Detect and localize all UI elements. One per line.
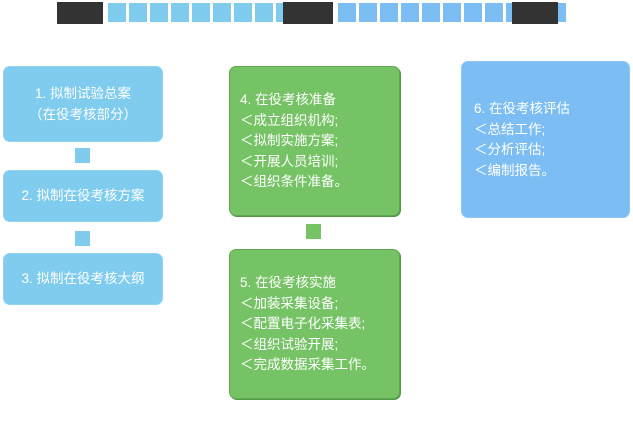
node-5-title: 5. 在役考核实施: [240, 275, 337, 291]
flow-node-3[interactable]: 3. 拟制在役考核大纲: [3, 253, 163, 305]
top-bar-block: [464, 3, 482, 22]
top-bar-block: [422, 3, 440, 22]
node-4-item: ＜成立组织机构;: [240, 112, 339, 128]
top-bar-block: [213, 3, 231, 22]
top-bar-block: [150, 3, 168, 22]
node-6-item: ＜分析评估;: [474, 142, 546, 157]
top-bar-dark-segment: [57, 2, 103, 24]
node-4-item: ＜拟制实施方案;: [240, 133, 339, 149]
node-5-item: ＜配置电子化采集表;: [240, 316, 366, 332]
node-6-title: 6. 在役考核评估: [474, 101, 571, 116]
top-bar-block: [171, 3, 189, 22]
connector-node4-node5: [306, 224, 321, 239]
top-bar-block: [255, 3, 273, 22]
flow-node-5[interactable]: 5. 在役考核实施 ＜加装采集设备; ＜配置电子化采集表; ＜组织试验开展; ＜完成数据…: [229, 249, 400, 399]
flow-node-6-text: 6. 在役考核评估 ＜总结工作; ＜分析评估; ＜编制报告。: [462, 62, 633, 217]
connector-node1-node2: [75, 148, 90, 163]
top-bar-dark-segment: [283, 2, 333, 24]
top-bar-block: [401, 3, 419, 22]
node-5-item: ＜组织试验开展;: [240, 336, 339, 352]
flow-node-2[interactable]: 2. 拟制在役考核方案: [3, 170, 163, 222]
node-5-item: ＜完成数据采集工作。: [240, 357, 375, 373]
top-bar-dark-segment: [512, 2, 558, 24]
node-2-title: 2. 拟制在役考核方案: [21, 188, 145, 204]
flow-node-5-text: 5. 在役考核实施 ＜加装采集设备; ＜配置电子化采集表; ＜组织试验开展; ＜完成数据…: [230, 250, 409, 398]
flow-node-4-text: 4. 在役考核准备 ＜成立组织机构; ＜拟制实施方案; ＜开展人员培训; ＜组织条件准备…: [230, 67, 409, 215]
node-4-title: 4. 在役考核准备: [240, 92, 337, 108]
top-bar-block: [338, 3, 356, 22]
top-bar-block: [443, 3, 461, 22]
top-bar-block: [129, 3, 147, 22]
node-6-item: ＜总结工作;: [474, 121, 546, 137]
node-1-title: 1. 拟制试验总案: [34, 86, 131, 101]
flow-node-4[interactable]: 4. 在役考核准备 ＜成立组织机构; ＜拟制实施方案; ＜开展人员培训; ＜组织条件准备…: [229, 66, 400, 216]
top-bar-block: [108, 3, 126, 22]
node-5-item: ＜加装采集设备;: [240, 295, 339, 311]
top-bar-block: [359, 3, 377, 22]
node-6-item: ＜编制报告。: [474, 162, 555, 178]
flow-node-2-text: 2. 拟制在役考核方案: [4, 171, 162, 221]
top-marker-bar: [0, 0, 633, 28]
connector-node2-node3: [75, 231, 90, 246]
flow-node-3-text: 3. 拟制在役考核大纲: [4, 254, 162, 304]
top-bar-block: [380, 3, 398, 22]
node-4-item: ＜开展人员培训;: [240, 153, 339, 169]
flow-node-1[interactable]: 1. 拟制试验总案 （在役考核部分）: [3, 66, 163, 142]
top-bar-block: [234, 3, 252, 22]
top-bar-block: [485, 3, 503, 22]
node-3-title: 3. 拟制在役考核大纲: [21, 271, 145, 287]
node-1-item: （在役考核部分）: [29, 106, 137, 122]
node-4-item: ＜组织条件准备。: [240, 174, 348, 190]
top-bar-block: [192, 3, 210, 22]
flow-node-6[interactable]: 6. 在役考核评估 ＜总结工作; ＜分析评估; ＜编制报告。: [461, 61, 630, 218]
flow-node-1-text: 1. 拟制试验总案 （在役考核部分）: [4, 67, 162, 141]
